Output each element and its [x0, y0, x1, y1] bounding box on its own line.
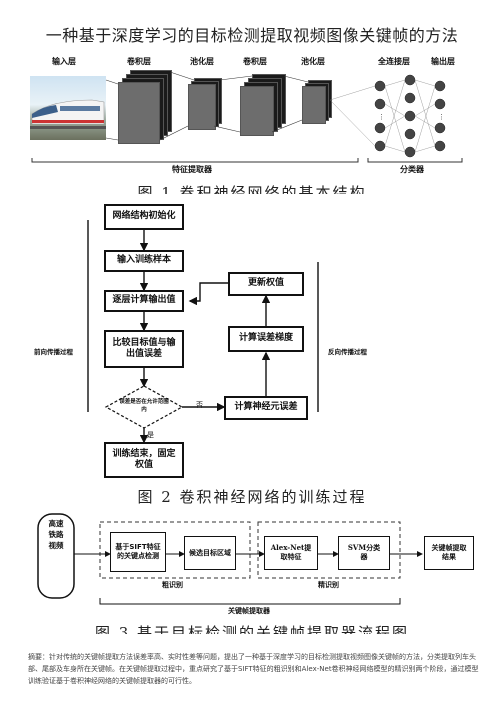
neuron-error-box: 计算神经元误差 [224, 396, 308, 420]
page-title: 一种基于深度学习的目标检测提取视频图像关键帧的方法 [45, 26, 459, 45]
keyframe-extractor-label: 关键帧提取器 [228, 607, 270, 615]
fig1-caption: 图 1 卷积神经网络的基本结构 [137, 184, 367, 194]
alexnet-feature-box: Alex-Net提取特征 [264, 536, 318, 570]
forward-propagation-label: 前向传播过程 [34, 348, 73, 356]
abstract-text: 摘要：针对传统的关键帧提取方法误差率高、实时性差等问题，提出了一种基于深度学习的… [28, 653, 479, 685]
training-end-box: 训练结束，固定权值 [104, 442, 184, 478]
decision-label: 误差是否在允许范围内 [119, 399, 169, 413]
fig3-caption: 图 3 基于目标检测的关键帧提取器流程图 [94, 624, 410, 634]
svm-classifier-box: SVM分类器 [338, 536, 390, 570]
compare-error-box: 比较目标值与输出值误差 [104, 330, 184, 368]
coarse-recognition-label: 粗识别 [162, 581, 183, 589]
label-output-layer: 输出层 [431, 57, 455, 66]
keyframe-result-box: 关键帧提取结果 [424, 536, 474, 570]
fig2-arrows [87, 220, 319, 444]
backward-propagation-label: 反向传播过程 [328, 348, 367, 356]
update-weights-box: 更新权值 [228, 272, 304, 296]
error-gradient-box: 计算误差梯度 [228, 326, 304, 352]
video-source-box: 高速铁路视频 [48, 519, 64, 550]
label-pool-layer-2: 池化层 [301, 57, 325, 66]
label-fc-layer: 全连接层 [378, 57, 410, 66]
train-image [30, 76, 106, 140]
label-pool-layer-1: 池化层 [190, 57, 214, 66]
label-classifier: 分类器 [400, 165, 424, 174]
svg-text:⋮: ⋮ [438, 113, 445, 121]
svg-text:⋮: ⋮ [378, 113, 385, 121]
label-feature-extractor: 特征提取器 [172, 165, 212, 174]
yes-label: 是 [147, 431, 154, 439]
compute-output-box: 逐层计算输出值 [104, 290, 184, 312]
fine-recognition-label: 精识别 [318, 581, 339, 589]
init-network-box: 网络结构初始化 [104, 204, 184, 230]
input-samples-box: 输入训练样本 [104, 250, 184, 272]
label-conv-layer-1: 卷积层 [127, 57, 151, 66]
label-input-layer: 输入层 [52, 57, 76, 66]
sift-detection-box: 基于SIFT特征的关键点检测 [110, 532, 166, 572]
candidate-region-box: 候选目标区域 [184, 536, 236, 570]
fig2-caption: 图 2 卷积神经网络的训练过程 [137, 488, 367, 506]
fig1-network-lines: ⋮⋮ [31, 71, 463, 163]
no-label: 否 [196, 401, 203, 409]
label-conv-layer-2: 卷积层 [243, 57, 267, 66]
fig3-arrows [37, 513, 423, 605]
